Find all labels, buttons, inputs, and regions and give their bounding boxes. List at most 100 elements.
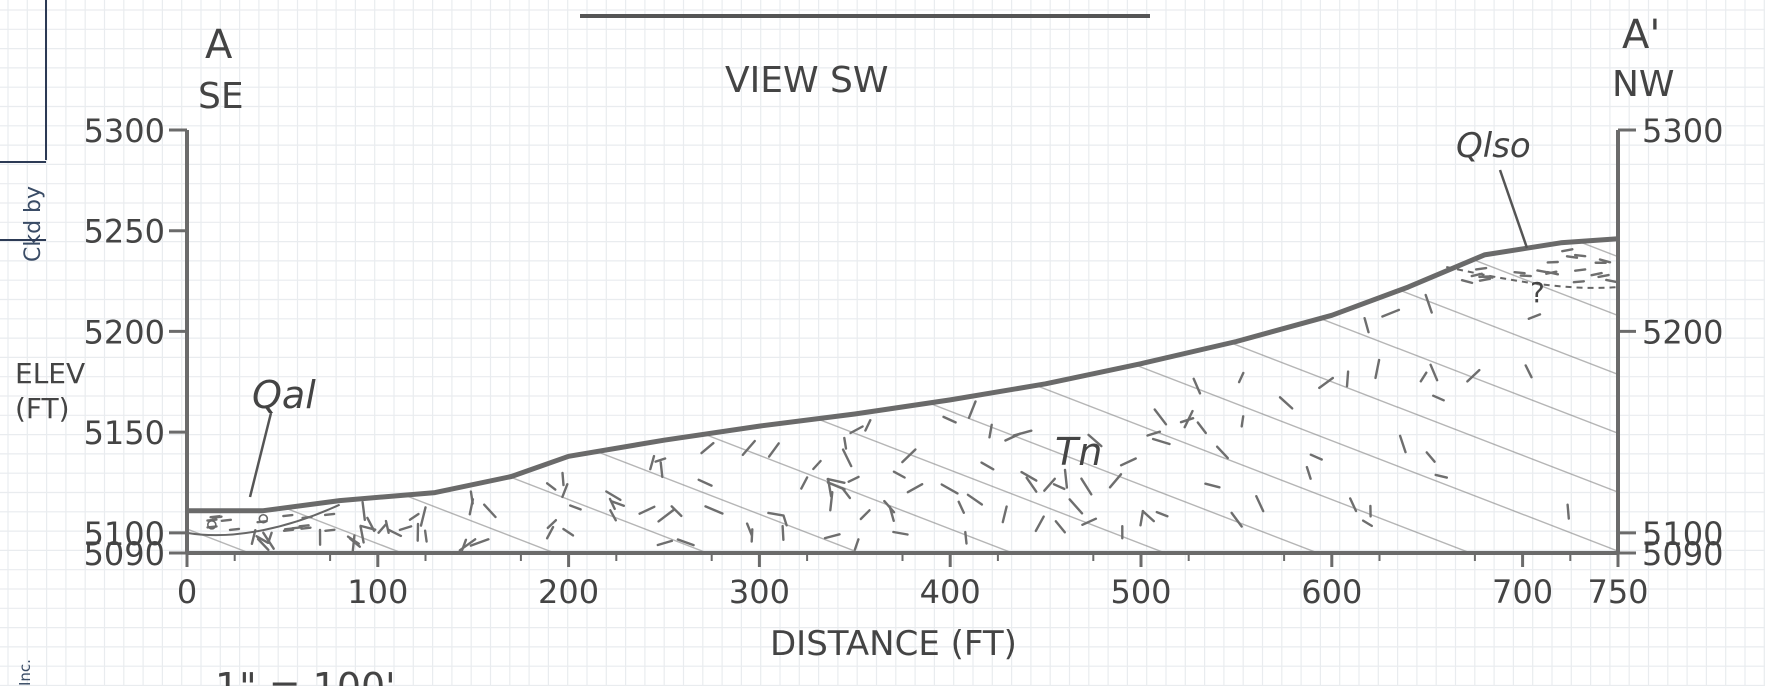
y-tick-label-right: 5100	[1642, 515, 1723, 553]
tn-texture-mark	[1025, 476, 1038, 493]
qal-texture-mark	[323, 512, 336, 517]
tn-texture-mark	[562, 527, 575, 537]
tn-bedding-line	[530, 238, 1523, 554]
tn-texture-mark	[1345, 370, 1350, 388]
tn-texture-mark	[1524, 364, 1533, 379]
y-tick-label-right: 5300	[1642, 112, 1723, 150]
tn-texture-mark	[255, 535, 269, 544]
tn-texture-mark	[1398, 434, 1407, 454]
tn-texture-mark	[829, 491, 834, 512]
tn-texture-mark	[408, 512, 420, 521]
tn-texture-mark	[906, 483, 924, 494]
tn-texture-mark	[853, 538, 860, 551]
tn-texture-mark	[546, 519, 558, 530]
tn-texture-mark	[883, 499, 896, 514]
tn-texture-mark	[361, 500, 366, 522]
tn-bedding-line	[377, 238, 1371, 554]
x-tick-label: 700	[1492, 573, 1553, 611]
tn-texture-mark	[1527, 313, 1542, 320]
section-label-left: A	[205, 22, 233, 68]
qal-texture-mark	[228, 527, 241, 532]
tn-texture-mark	[469, 538, 490, 547]
qal-deposit	[186, 503, 341, 537]
tn-texture-mark	[561, 483, 569, 499]
view-direction: VIEW SW	[725, 60, 888, 101]
tn-texture-mark	[605, 490, 622, 502]
y-tick-label-left: 5300	[84, 112, 165, 150]
tn-texture-mark	[1001, 505, 1008, 524]
qlso-texture-mark	[1573, 253, 1587, 258]
y-tick-label-left: 5200	[84, 313, 165, 351]
tn-texture-mark	[569, 504, 582, 511]
tn-texture-mark	[1309, 453, 1323, 461]
tn-texture-mark	[1419, 371, 1428, 383]
qal-texture-mark	[291, 526, 303, 530]
tn-texture-mark	[942, 415, 957, 424]
qlso-texture-mark	[1460, 278, 1474, 285]
tn-texture-mark	[1255, 495, 1265, 513]
y-tick-label-left: 5250	[84, 213, 165, 251]
tn-texture-mark	[1052, 483, 1066, 491]
tn-texture-mark	[649, 454, 656, 471]
qlso-texture-mark	[1561, 248, 1574, 253]
tn-texture-mark	[1240, 415, 1245, 428]
tn-texture-mark	[561, 471, 565, 487]
tn-texture-mark	[398, 525, 413, 532]
qlso-texture-mark	[1573, 268, 1587, 272]
x-tick-label: 750	[1587, 573, 1648, 611]
tn-texture-mark	[1434, 473, 1449, 479]
y-tick-label-left: 5100	[84, 515, 165, 553]
tn-texture-mark	[545, 525, 555, 540]
tn-texture-mark	[964, 530, 968, 545]
qlso-texture-mark	[1597, 273, 1610, 279]
qlso-texture-mark	[1572, 280, 1586, 284]
tn-texture-mark	[864, 419, 872, 432]
tn-texture-mark	[1361, 519, 1374, 528]
qlso-texture-mark	[1565, 255, 1579, 259]
tn-texture	[250, 293, 1571, 555]
tn-texture-mark	[826, 477, 833, 498]
tn-texture-mark	[1363, 317, 1370, 334]
tn-texture-mark	[419, 506, 427, 527]
tn-texture-mark	[610, 500, 625, 507]
qal-clast	[258, 513, 269, 524]
qlso-texture-mark	[1478, 277, 1492, 282]
tn-texture-mark	[670, 505, 683, 518]
tn-texture-mark	[1054, 520, 1067, 534]
tn-texture-mark	[545, 482, 557, 491]
tn-texture-mark	[892, 530, 909, 536]
tn-texture-mark	[1004, 432, 1022, 442]
qlso-leader-line	[1498, 169, 1529, 249]
y-tick-label-right: 5090	[1642, 535, 1723, 573]
tn-texture-mark	[823, 533, 841, 540]
tn-texture-mark	[1068, 498, 1084, 515]
tn-texture-mark	[351, 534, 356, 555]
qlso-texture-mark	[1470, 272, 1483, 278]
tn-texture-mark	[767, 511, 784, 517]
qal-texture-mark	[220, 518, 233, 523]
qlso-texture-mark	[1598, 258, 1612, 264]
tn-texture-mark	[659, 461, 664, 479]
tn-texture-mark	[1043, 477, 1057, 492]
tn-texture-mark	[366, 516, 376, 533]
tn-texture-mark	[1141, 510, 1156, 523]
tn-texture-mark	[967, 400, 977, 419]
tn-texture-mark	[458, 538, 477, 552]
qal-leader-line	[248, 412, 273, 498]
qal-texture-mark	[282, 528, 295, 532]
tn-texture-mark	[384, 519, 390, 534]
tn-texture-mark	[745, 522, 753, 537]
qlso-deposit	[1446, 248, 1619, 289]
tn-texture-mark	[966, 493, 984, 506]
tn-texture-mark	[843, 436, 848, 450]
tn-texture-mark	[892, 470, 906, 479]
tn-texture-mark	[1196, 421, 1208, 435]
unit-label-qlso: Qlso	[1456, 126, 1531, 166]
tn-texture-mark	[1230, 511, 1243, 528]
qal-texture-mark	[211, 515, 223, 519]
qal-texture-mark	[300, 526, 312, 530]
y-axis-label-units: (FT)	[15, 392, 70, 425]
tn-texture-mark	[1119, 457, 1137, 467]
